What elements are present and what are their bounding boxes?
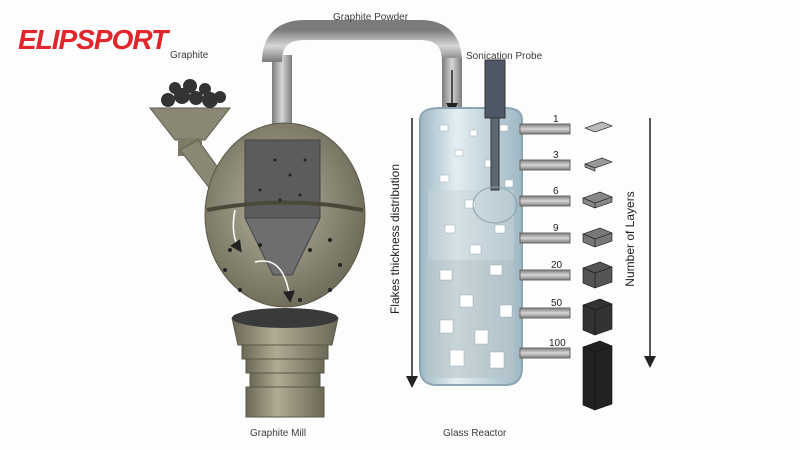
layer-stacks — [582, 121, 613, 411]
stack-9 — [582, 227, 613, 248]
graphite-mill — [204, 122, 366, 418]
stack-1 — [584, 121, 613, 133]
layer-count-3: 3 — [553, 150, 559, 161]
layer-count-50: 50 — [551, 298, 563, 309]
layer-count-100: 100 — [549, 338, 566, 349]
stack-100 — [582, 340, 613, 411]
graphite-label: Graphite — [170, 50, 209, 61]
layer-count-20: 20 — [551, 260, 563, 271]
stack-6 — [582, 191, 613, 209]
layer-count-6: 6 — [553, 186, 559, 197]
stack-3 — [584, 157, 613, 172]
powder-pipe — [262, 20, 462, 145]
graphite-mill-label: Graphite Mill — [250, 428, 307, 439]
layer-count-9: 9 — [553, 223, 559, 234]
glass-reactor-label: Glass Reactor — [443, 428, 507, 439]
logo-text: ELIPSPORT — [18, 24, 168, 55]
flakes-thickness-axis-label: Flakes thickness distribution — [388, 163, 402, 315]
stack-20 — [582, 261, 613, 289]
number-of-layers-axis-label: Number of Layers — [623, 191, 637, 287]
glass-reactor — [419, 107, 523, 386]
graphite-powder-label: Graphite Powder — [333, 12, 409, 23]
sonication-probe — [472, 59, 518, 224]
sonication-probe-label: Sonication Probe — [466, 51, 543, 62]
elipsport-logo: ELIPSPORT — [18, 24, 168, 56]
stack-50 — [582, 298, 613, 336]
layer-count-1: 1 — [553, 114, 559, 125]
outlet-taps — [519, 123, 571, 359]
